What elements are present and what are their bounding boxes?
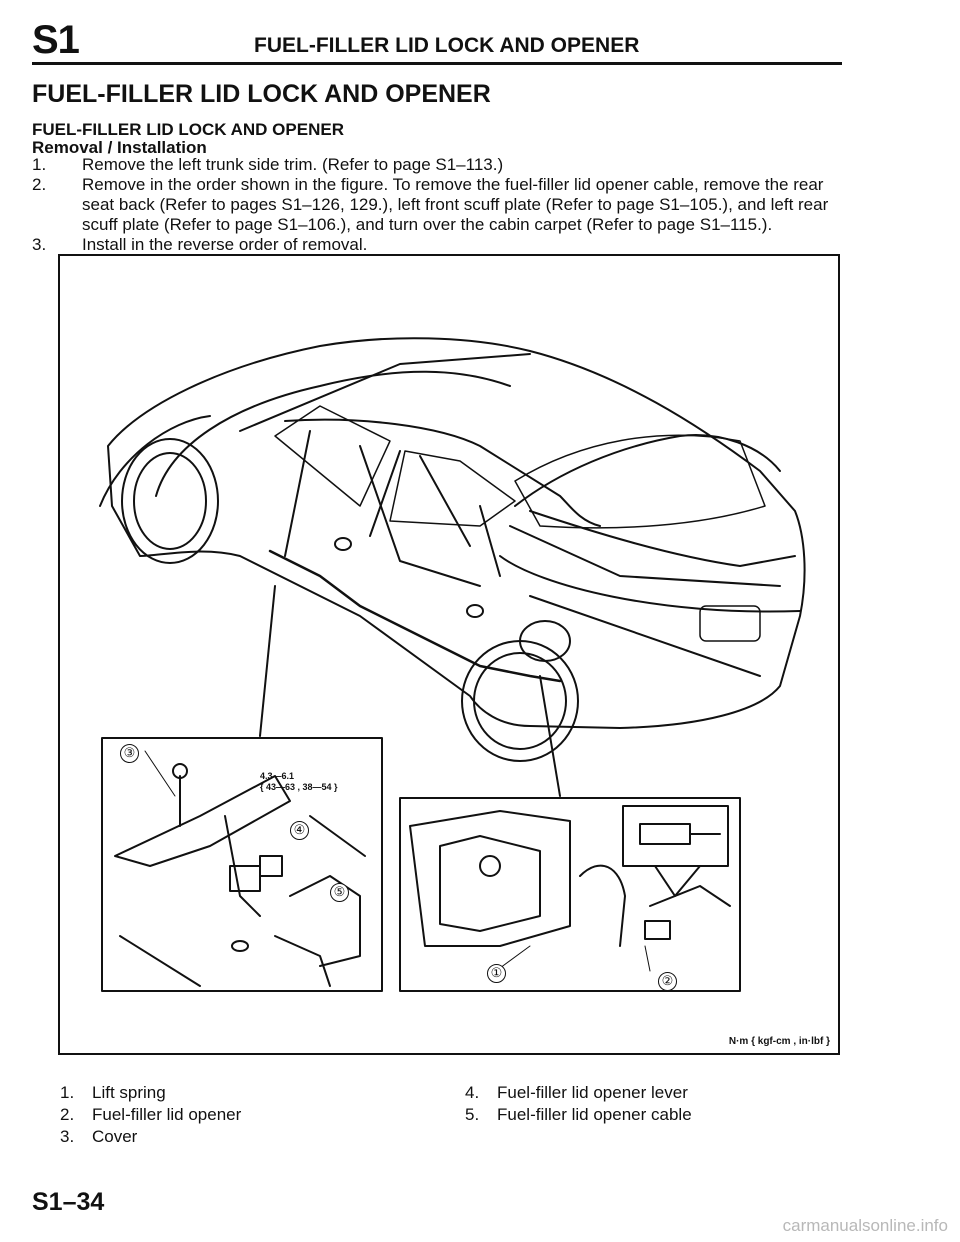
procedure-title: Removal / Installation: [32, 138, 207, 157]
torque-alt-units: { 43—63 , 38—54 }: [260, 782, 338, 792]
fuel-lid-location: [519, 620, 571, 662]
legend-number: 1.: [60, 1083, 75, 1102]
legend-text: Lift spring: [92, 1083, 166, 1102]
callout-3: ③: [120, 744, 139, 763]
legend-number: 4.: [465, 1083, 480, 1102]
unit-note: N·m { kgf-cm , in·lbf }: [728, 1036, 830, 1047]
vehicle-illustration: [99, 337, 806, 992]
section-code: S1: [32, 18, 80, 62]
car-windows: [274, 405, 766, 642]
legend-text: Fuel-filler lid opener: [92, 1105, 242, 1124]
legend-number: 3.: [60, 1127, 75, 1146]
legend-item: 1. Lift spring: [60, 1082, 241, 1104]
step-text: Remove the left trunk side trim. (Refer …: [82, 155, 504, 174]
step-number: 1.: [32, 155, 47, 174]
legend-item: 4. Fuel-filler lid opener lever: [465, 1082, 692, 1104]
legend-text: Cover: [92, 1127, 138, 1146]
callout-4: ④: [290, 821, 309, 840]
callout-5: ⑤: [330, 883, 349, 902]
torque-spec: 4.3—6.1 { 43—63 , 38—54 }: [260, 771, 338, 793]
header-title: FUEL-FILLER LID LOCK AND OPENER: [254, 34, 640, 57]
door-handle-front: [334, 537, 352, 551]
instruction-step: 2. Remove in the order shown in the figur…: [32, 175, 852, 235]
legend-number: 5.: [465, 1105, 480, 1124]
callout-1: ①: [487, 964, 506, 983]
step-number: 2.: [32, 175, 47, 194]
legend-number: 2.: [60, 1105, 75, 1124]
step-number: 3.: [32, 235, 47, 254]
page-number: S1–34: [32, 1188, 105, 1216]
legend-right: 4. Fuel-filler lid opener lever 5. Fuel-fi…: [465, 1082, 692, 1126]
instruction-step: 1. Remove the left trunk side trim. (Refe…: [32, 155, 852, 175]
opener-detail-inset: [399, 797, 741, 992]
page-header: S1 FUEL-FILLER LID LOCK AND OPENER: [32, 18, 842, 65]
figure-frame: ③ ④ ⑤ ① ② 4.3—6.1 { 43—63 , 38—54 } N·m …: [58, 254, 840, 1055]
car-body-outline: [99, 337, 806, 729]
leader-line-left: [259, 585, 276, 737]
legend-item: 2. Fuel-filler lid opener: [60, 1104, 241, 1126]
callout-2: ②: [658, 972, 677, 991]
torque-value: 4.3—6.1: [260, 771, 295, 781]
legend-text: Fuel-filler lid opener cable: [497, 1105, 692, 1124]
leader-line-right: [539, 675, 561, 797]
lever-detail-inset: [101, 737, 383, 992]
page-title: FUEL-FILLER LID LOCK AND OPENER: [32, 80, 491, 108]
watermark: carmanualsonline.info: [782, 1216, 948, 1235]
legend-left: 1. Lift spring 2. Fuel-filler lid opener 3…: [60, 1082, 241, 1148]
legend-item: 3. Cover: [60, 1126, 241, 1148]
door-handle-rear: [466, 604, 484, 618]
legend-item: 5. Fuel-filler lid opener cable: [465, 1104, 692, 1126]
opener-cable-route: [268, 549, 562, 683]
legend-text: Fuel-filler lid opener lever: [497, 1083, 688, 1102]
step-text: Remove in the order shown in the figure.…: [82, 175, 829, 234]
instruction-list: 1. Remove the left trunk side trim. (Refe…: [32, 155, 852, 255]
subheading: FUEL-FILLER LID LOCK AND OPENER: [32, 120, 344, 139]
instruction-step: 3. Install in the reverse order of remova…: [32, 235, 852, 255]
step-text: Install in the reverse order of removal.: [82, 235, 368, 254]
